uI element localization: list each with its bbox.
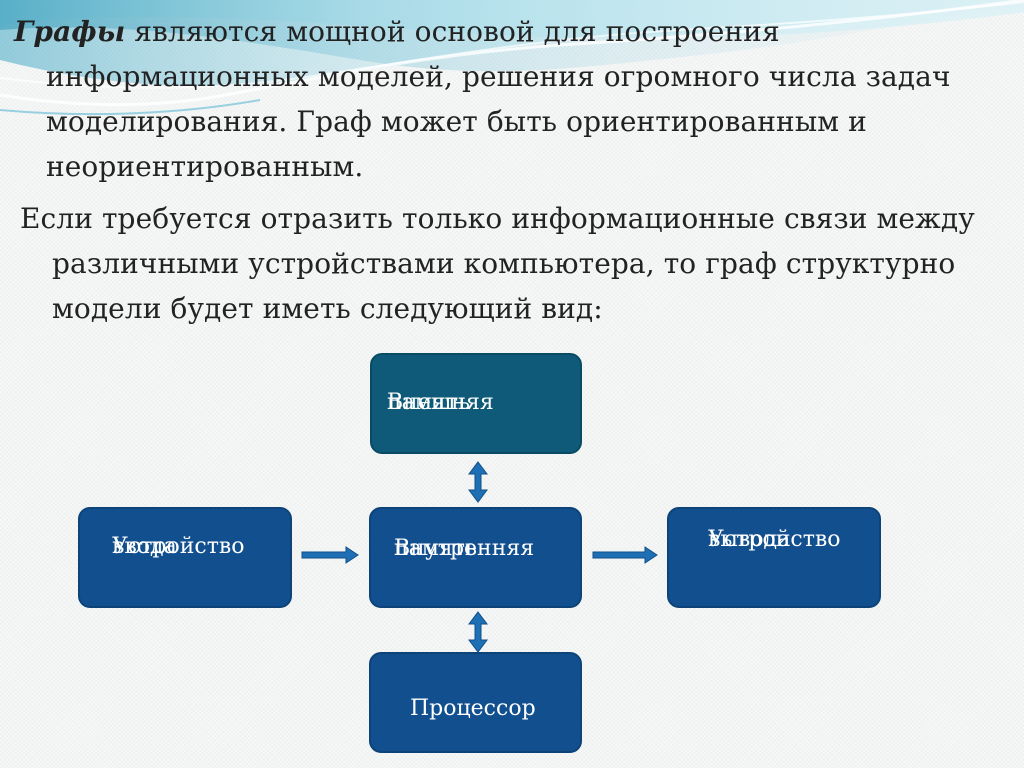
node-output-device-line-2: вывода (708, 527, 791, 552)
node-internal-memory-line-2: память (394, 536, 477, 561)
node-external-memory-line-1: Внешняя (387, 390, 494, 415)
node-input-device-line-1: Устройство (112, 534, 245, 559)
node-internal-memory: Внутренняя память (369, 507, 582, 608)
arrow-input-to-internal (301, 546, 359, 564)
node-processor-label: Процессор (410, 696, 536, 721)
node-internal-memory-line-1: Внутренняя (394, 536, 535, 561)
bold-term-graphs: Графы (14, 15, 126, 48)
node-input-device-line-2: ввода (112, 534, 177, 559)
node-external-memory: Внешняя память (370, 353, 582, 454)
arrow-internal-to-output (592, 546, 658, 564)
paragraph-graphs-definition: Графы являются мощной основой для постро… (2, 9, 972, 189)
decorative-wave-background (0, 0, 1024, 116)
node-output-device-line-1: Устройство (708, 527, 841, 552)
arrow-external-internal-bidirectional (468, 461, 488, 503)
node-input-device: Устройство ввода (78, 507, 292, 608)
paragraph-structure-model: Если требуется отразить только информаци… (20, 202, 975, 325)
node-output-device: Устройство вывода (667, 507, 881, 608)
node-processor: Процессор (369, 652, 582, 753)
paragraph-1-text: являются мощной основой для построения и… (46, 15, 951, 183)
node-external-memory-line-2: память (387, 390, 470, 415)
arrow-internal-processor-bidirectional (468, 611, 488, 653)
